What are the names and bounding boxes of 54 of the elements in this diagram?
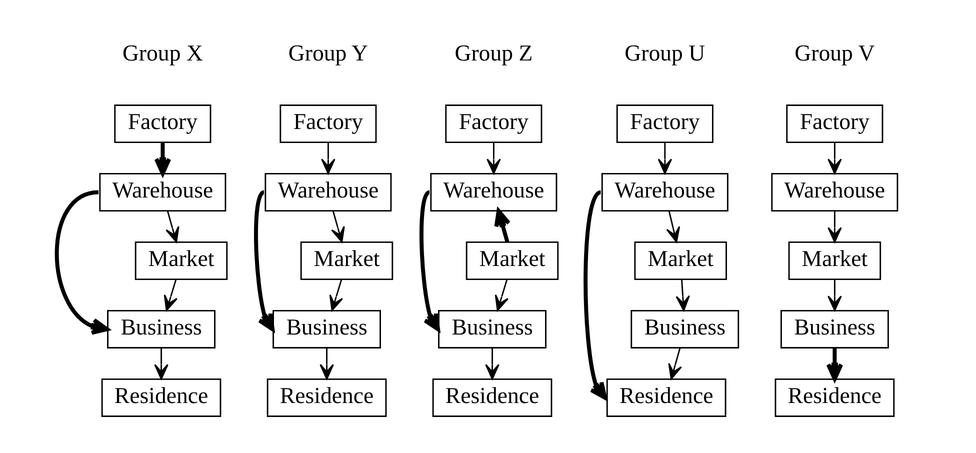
node-box: Business	[630, 310, 739, 348]
arrow	[154, 348, 168, 380]
arrow	[319, 348, 334, 380]
label: Group V	[794, 40, 874, 66]
arrow	[827, 279, 842, 312]
node-box: Residence	[100, 378, 221, 417]
node-box: Market	[300, 241, 393, 280]
arrow	[154, 142, 171, 176]
arrow	[666, 210, 680, 243]
arrow	[254, 190, 274, 332]
arrow	[330, 210, 344, 243]
node-box: Business	[272, 310, 380, 348]
label: Group U	[624, 40, 705, 66]
arrow	[320, 142, 335, 174]
node-box: Warehouse	[98, 173, 226, 212]
arrow	[484, 348, 499, 380]
node-box: Market	[465, 241, 558, 280]
label: Group Z	[454, 40, 532, 66]
node-box: Warehouse	[600, 173, 728, 212]
arrow	[165, 210, 179, 243]
arrow	[826, 348, 843, 381]
arrow	[668, 348, 682, 380]
node-box: Warehouse	[770, 173, 898, 212]
node-box: Factory	[616, 104, 713, 144]
node-box: Factory	[279, 104, 376, 144]
node-box: Market	[634, 241, 726, 280]
node-box: Business	[780, 310, 888, 348]
node-box: Residence	[774, 378, 894, 417]
node-box: Business	[106, 310, 215, 348]
arrow	[494, 279, 508, 312]
arrow	[328, 279, 343, 312]
node-box: Residence	[606, 378, 726, 417]
node-box: Factory	[114, 104, 211, 144]
arrow	[486, 142, 500, 174]
arrow	[163, 279, 178, 312]
label: Group Y	[288, 40, 368, 66]
arrow	[827, 210, 842, 243]
arrow	[827, 142, 842, 174]
arrow	[54, 190, 109, 335]
node-box: Residence	[266, 378, 386, 417]
arrow	[494, 208, 510, 242]
arrow	[675, 279, 690, 312]
node-box: Warehouse	[430, 173, 557, 212]
arrow	[657, 142, 672, 174]
arrow	[419, 190, 440, 332]
node-box: Factory	[786, 104, 883, 144]
node-box: Warehouse	[264, 173, 392, 212]
node-box: Residence	[432, 378, 552, 417]
node-box: Market	[134, 241, 228, 280]
label: Group X	[122, 40, 202, 66]
arrow	[583, 190, 606, 400]
node-box: Factory	[444, 104, 542, 144]
node-box: Business	[438, 310, 546, 348]
node-box: Market	[788, 241, 881, 280]
